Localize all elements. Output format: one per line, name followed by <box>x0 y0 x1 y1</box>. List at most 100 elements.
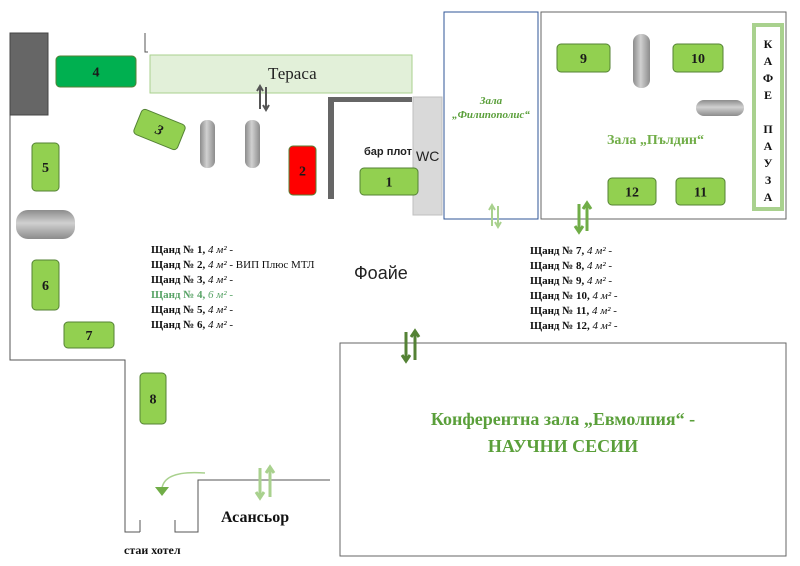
cafe-letter: А <box>763 54 773 68</box>
stand-box <box>359 167 419 196</box>
legend-extra: - <box>229 274 234 286</box>
column-cylinder <box>633 34 650 88</box>
stand-number: 1 <box>386 176 393 191</box>
legend-extra: - <box>229 304 234 316</box>
column-cylinder <box>200 120 215 168</box>
legend-extra: - <box>608 260 613 272</box>
column-cylinder <box>245 120 260 168</box>
wc-label: WC <box>416 148 440 164</box>
hotel-rooms-label: стаи хотел <box>124 543 181 557</box>
stand-box <box>675 177 726 206</box>
terrace-area <box>149 54 413 94</box>
cafe-letter: З <box>764 173 772 187</box>
stand-box <box>607 177 657 206</box>
bar-wall-vertical <box>328 97 334 199</box>
stand-number: 5 <box>42 161 49 176</box>
legend-row: Щанд № 11, 4 м² - <box>530 304 618 319</box>
arrow-conference <box>400 328 421 364</box>
stand-box <box>288 145 317 196</box>
outer-wall <box>144 33 148 53</box>
stand-number: 7 <box>86 329 93 344</box>
legend-extra: - <box>613 290 618 302</box>
legend-row: Щанд № 7, 4 м² - <box>530 244 618 259</box>
cafe-label: К А Ф Е П А У З А <box>758 36 778 206</box>
stand-6: 6 <box>31 259 60 311</box>
stand-2: 2 <box>288 145 317 196</box>
legend-sep: , <box>581 275 585 287</box>
legend-sep: , <box>581 260 585 272</box>
stand-5: 5 <box>31 142 60 192</box>
cafe-letter: У <box>763 156 773 170</box>
legend-row: Щанд № 1, 4 м² - <box>151 243 314 258</box>
legend-sep: , <box>202 244 206 256</box>
legend-extra: - ВИП Плюс МТЛ <box>229 259 315 271</box>
stand-4: 4 <box>55 55 137 88</box>
legend-name: Щанд № 12 <box>530 320 588 332</box>
stand-box <box>31 259 60 311</box>
stand-number: 6 <box>42 279 49 294</box>
cafe-letter: А <box>763 190 773 204</box>
legend-row: Щанд № 2, 4 м² - ВИП Плюс МТЛ <box>151 258 314 273</box>
legend-row: Щанд № 6, 4 м² - <box>151 318 314 333</box>
stand-box <box>556 43 611 73</box>
outer-wall-left <box>9 33 140 533</box>
hall-puldin-area <box>540 11 787 220</box>
stand-legend-right: Щанд № 7, 4 м² -Щанд № 8, 4 м² -Щанд № 9… <box>530 244 618 334</box>
legend-area: 4 м² <box>587 260 606 272</box>
pillar <box>9 32 49 116</box>
stand-number: 8 <box>150 393 157 408</box>
legend-name: Щанд № 5 <box>151 304 203 316</box>
bar-wall-horizontal <box>328 97 412 102</box>
stand-box <box>31 142 60 192</box>
stand-number: 12 <box>625 186 639 201</box>
legend-extra: - <box>608 245 613 257</box>
stand-7: 7 <box>63 321 115 349</box>
legend-row: Щанд № 10, 4 м² - <box>530 289 618 304</box>
legend-name: Щанд № 8 <box>530 260 582 272</box>
legend-name: Щанд № 9 <box>530 275 582 287</box>
stand-box <box>55 55 137 88</box>
stand-box <box>139 372 167 425</box>
legend-area: 4 м² <box>208 319 227 331</box>
legend-row: Щанд № 4, 6 м² - <box>151 288 314 303</box>
hall-puldin-label: Зала „Пълдин“ <box>607 133 704 148</box>
stand-12: 12 <box>607 177 657 206</box>
legend-sep: , <box>586 305 590 317</box>
cafe-letter: А <box>763 139 773 153</box>
cafe-letter <box>758 104 778 121</box>
arrow-elevator <box>254 464 276 501</box>
arrow-puldin <box>573 200 593 235</box>
legend-name: Щанд № 1 <box>151 244 203 256</box>
legend-area: 4 м² <box>208 259 227 271</box>
legend-sep: , <box>202 274 206 286</box>
conference-title-line-2: НАУЧНИ СЕСИИ <box>487 436 639 456</box>
bar-label: бар плот <box>364 146 413 158</box>
legend-name: Щанд № 2 <box>151 259 203 271</box>
arrow-terrace <box>256 84 270 112</box>
stand-8: 8 <box>139 372 167 425</box>
legend-area: 4 м² <box>591 305 611 317</box>
stand-number: 10 <box>691 52 705 67</box>
conference-hall-area <box>339 342 787 557</box>
cafe-letter: К <box>763 37 773 51</box>
arrow-filipopolis <box>488 203 502 229</box>
legend-area: 4 м² <box>208 274 227 286</box>
legend-row: Щанд № 8, 4 м² - <box>530 259 618 274</box>
elevator-label: Асансьор <box>221 509 290 526</box>
legend-name: Щанд № 6 <box>151 319 203 331</box>
stand-box <box>133 108 186 151</box>
conference-title-line-1: Конферентна зала „Евмолпия“ - <box>430 409 696 429</box>
legend-sep: , <box>587 290 590 302</box>
hall-filipopolis-label: Зала „Филипополис“ <box>444 94 538 122</box>
legend-area: 4 м² <box>592 290 612 302</box>
legend-extra: - <box>229 319 234 331</box>
legend-sep: , <box>202 319 206 331</box>
legend-sep: , <box>587 320 590 332</box>
legend-name: Щанд № 4 <box>151 289 203 301</box>
foyer-label: Фоайе <box>354 263 408 283</box>
terrace-label: Тераса <box>268 64 317 83</box>
stand-box <box>63 321 115 349</box>
outer-wall-hotel-right <box>174 479 330 533</box>
arrow-hotel <box>155 471 206 496</box>
